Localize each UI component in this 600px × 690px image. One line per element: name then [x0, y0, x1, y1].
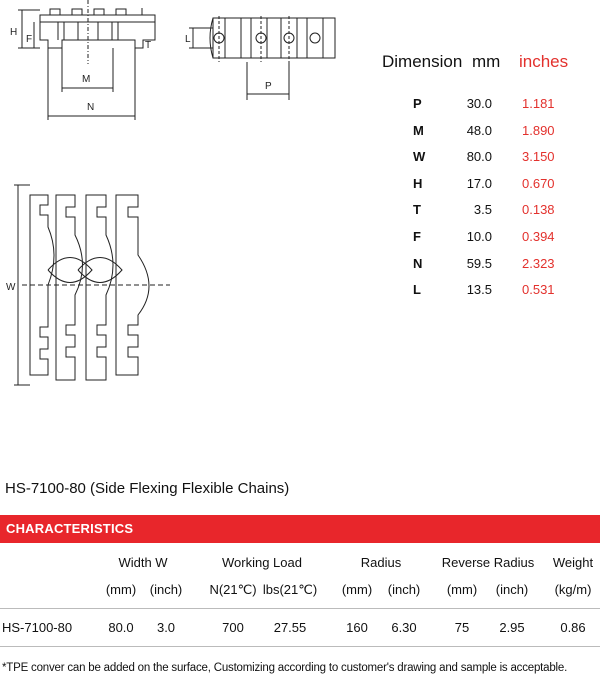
dimension-letter: H: [413, 175, 423, 191]
dimension-mm-value: 10.0: [466, 228, 492, 244]
dimension-letter: L: [413, 282, 421, 298]
cell-weight: 0.86: [560, 620, 586, 635]
dimension-mm-value: 48.0: [466, 122, 492, 138]
dimension-letter: F: [413, 228, 421, 244]
header-radius: Radius: [360, 555, 402, 570]
characteristics-bar: CHARACTERISTICS: [0, 515, 600, 543]
cell-model: HS-7100-80: [2, 620, 73, 635]
dimension-inch-value: 0.394: [522, 228, 555, 244]
product-title: HS-7100-80 (Side Flexing Flexible Chains…: [5, 480, 290, 497]
characteristics-label: CHARACTERISTICS: [6, 521, 134, 536]
dimension-inch-value: 0.531: [522, 282, 555, 298]
label-m: M: [82, 74, 90, 85]
dimension-row: L 13.5 0.531: [376, 282, 576, 309]
dimension-row: H 17.0 0.670: [376, 176, 576, 203]
dimension-table: Dimension mm inches P 30.0 1.181 M 48.0 …: [376, 48, 576, 309]
footnote: *TPE conver can be added on the surface,…: [2, 662, 568, 674]
cell-rev-inch: 2.95: [499, 620, 525, 635]
dimension-mm-value: 59.5: [466, 255, 492, 271]
label-l: L: [185, 34, 191, 45]
side-view-drawing: H F T M N: [0, 0, 160, 130]
cell-width-mm: 80.0: [108, 620, 134, 635]
dimension-inch-value: 3.150: [522, 149, 555, 165]
dimension-inch-value: 2.323: [522, 255, 555, 271]
label-n: N: [87, 102, 94, 113]
inches-header-label: inches: [519, 52, 569, 71]
header-weight: Weight: [552, 555, 594, 570]
dimension-letter: W: [413, 149, 426, 165]
front-view-drawing: L P: [185, 0, 345, 110]
dimension-table-header: Dimension mm inches: [376, 48, 576, 78]
dimension-mm-value: 80.0: [466, 149, 492, 165]
cell-radius-mm: 160: [346, 620, 368, 635]
unit-rev-inch: (inch): [495, 582, 529, 597]
cell-load-lbs: 27.55: [273, 620, 307, 635]
label-p: P: [265, 81, 272, 92]
dimension-row: F 10.0 0.394: [376, 229, 576, 256]
unit-weight: (kg/m): [554, 582, 592, 597]
cell-rev-mm: 75: [454, 620, 470, 635]
dimension-mm-value: 13.5: [466, 282, 492, 298]
header-reverse-radius: Reverse Radius: [441, 555, 535, 570]
table-divider: [0, 608, 600, 609]
dimension-inch-value: 0.670: [522, 175, 555, 191]
header-width: Width W: [118, 555, 168, 570]
side-view-svg: H F T M N: [10, 0, 156, 120]
mm-header-label: mm: [472, 52, 501, 71]
table-divider: [0, 646, 600, 647]
dimension-row: T 3.5 0.138: [376, 202, 576, 229]
cell-radius-inch: 6.30: [391, 620, 417, 635]
top-view-drawing: W: [0, 175, 175, 400]
label-f: F: [26, 34, 32, 45]
dimension-row: P 30.0 1.181: [376, 96, 576, 123]
dimension-letter: N: [413, 255, 423, 271]
header-working-load: Working Load: [222, 555, 302, 570]
front-view-svg: L P: [185, 16, 336, 100]
unit-radius-mm: (mm): [341, 582, 373, 597]
label-w: W: [6, 282, 16, 293]
dimension-inch-value: 1.890: [522, 122, 555, 138]
unit-width-mm: (mm): [105, 582, 137, 597]
cell-load-n: 700: [222, 620, 244, 635]
dimension-letter: P: [413, 96, 422, 111]
unit-rev-mm: (mm): [446, 582, 478, 597]
top-view-svg: W: [6, 184, 170, 386]
dimension-letter: T: [413, 202, 421, 218]
unit-load-n: N(21℃): [209, 582, 257, 597]
unit-width-inch: (inch): [149, 582, 183, 597]
dimension-header-label: Dimension: [382, 52, 463, 71]
dimension-inch-value: 1.181: [522, 96, 555, 111]
cell-width-inch: 3.0: [156, 620, 176, 635]
dimension-inch-value: 0.138: [522, 202, 555, 218]
unit-radius-inch: (inch): [387, 582, 421, 597]
label-t: T: [145, 40, 151, 51]
dimension-row: W 80.0 3.150: [376, 149, 576, 176]
dimension-letter: M: [413, 122, 424, 138]
dimension-mm-value: 17.0: [466, 175, 492, 191]
dimension-mm-value: 30.0: [466, 96, 492, 111]
dimension-mm-value: 3.5: [473, 202, 492, 218]
dimension-row: M 48.0 1.890: [376, 123, 576, 150]
dimension-row: N 59.5 2.323: [376, 256, 576, 283]
label-h: H: [10, 27, 17, 38]
unit-load-lbs: lbs(21℃): [262, 582, 318, 597]
